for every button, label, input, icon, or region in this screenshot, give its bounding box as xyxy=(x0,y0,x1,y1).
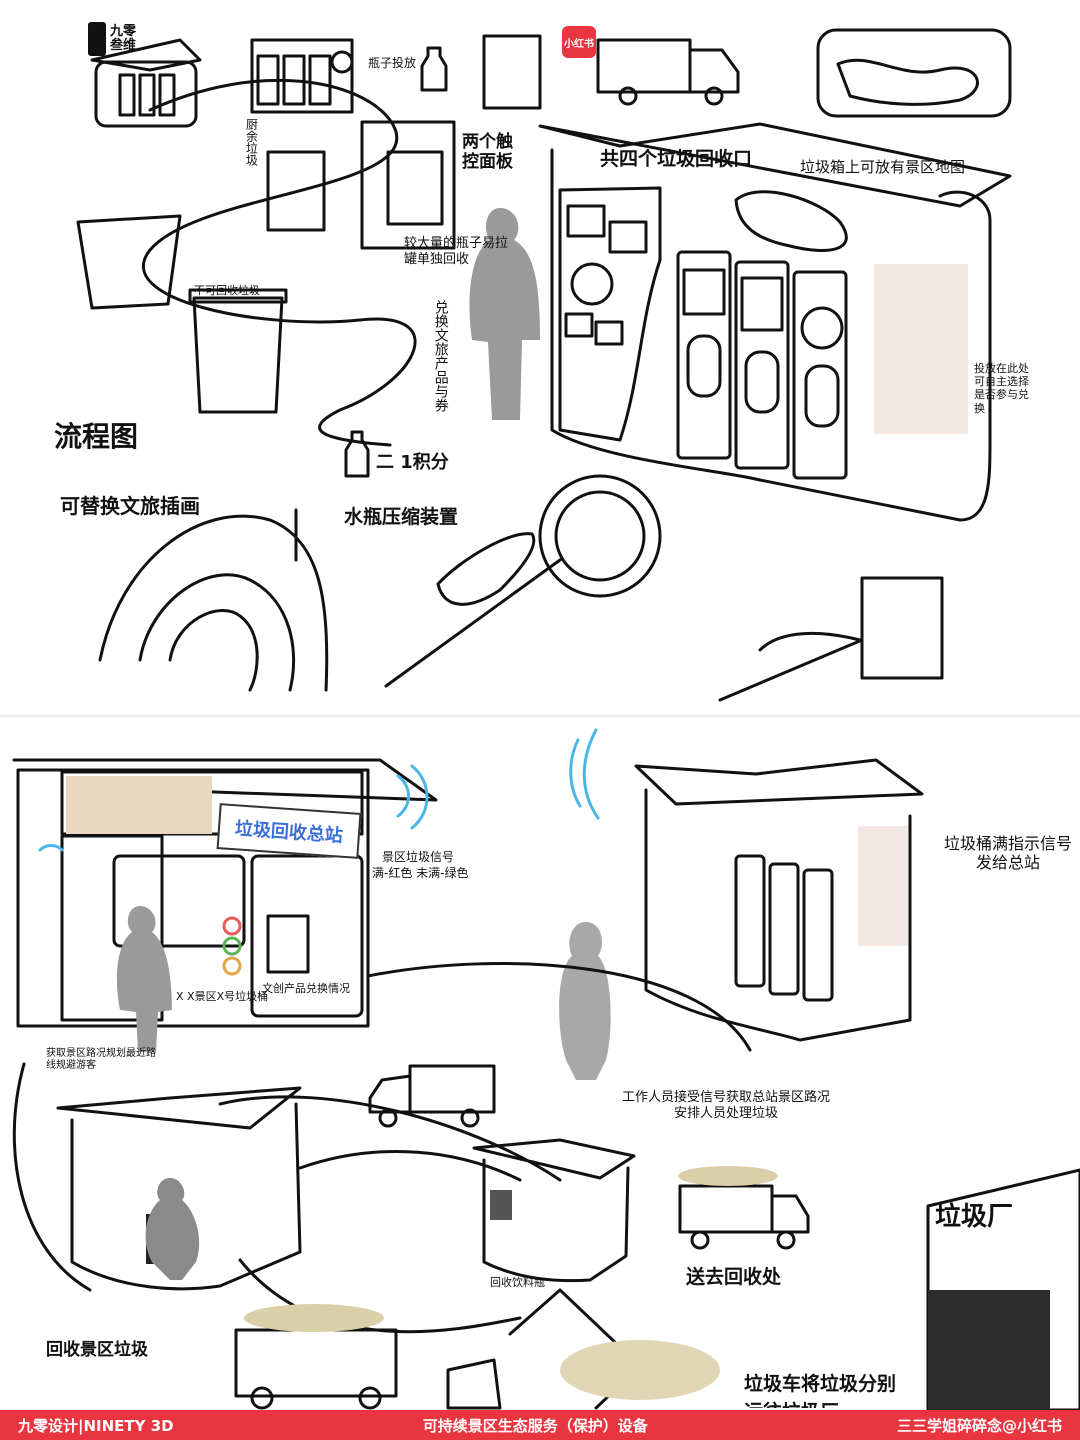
label-four-slots: 共四个垃圾回收口 xyxy=(600,148,753,170)
label-to-recycling: 送去回收处 xyxy=(686,1266,782,1288)
label-truck-sort: 垃圾车将垃圾分别运往垃圾厂 xyxy=(744,1373,897,1408)
station-sign: 垃圾回收总站 xyxy=(216,803,362,859)
label-bottle-drop: 瓶子投放 xyxy=(368,56,417,70)
label-exchange-status: 文创产品兑换情况 xyxy=(262,982,350,995)
logo-line-2: 叁维 xyxy=(110,38,137,53)
label-kitchen-waste: 厨余垃圾 xyxy=(244,118,259,166)
label-collect-waste: 回收景区垃圾 xyxy=(46,1340,148,1360)
label-factory: 垃圾厂 xyxy=(935,1202,1014,1232)
label-exchange-products: 兑换文旅产品与券 xyxy=(432,300,449,412)
logo-text: 九零 叁维 xyxy=(110,23,137,54)
label-nonrecyclable: 不可回收垃圾 xyxy=(194,284,260,297)
logo-icon xyxy=(88,22,106,56)
label-flowchart: 流程图 xyxy=(54,420,139,453)
label-recycle-bottles: 回收饮料瓶 xyxy=(490,1276,545,1289)
label-points: 二 1积分 xyxy=(376,452,449,473)
label-signal-legend: 满-红色 未满-绿色 xyxy=(372,866,469,880)
label-signal: 景区垃圾信号 xyxy=(382,850,455,864)
label-full-signal: 垃圾桶满指示信号发给总站 xyxy=(943,834,1072,873)
label-compressor: 水瓶压缩装置 xyxy=(344,506,459,528)
brand-logo: 九零 叁维 xyxy=(88,22,136,56)
label-bin-id: X X景区X号垃圾桶 xyxy=(176,990,269,1003)
footer-bar: 九零设计|NINETY 3D 可持续景区生态服务（保护）设备 三三学姐碎碎念@小… xyxy=(0,1410,1080,1440)
platform-badge: 小红书 xyxy=(562,26,596,58)
sketch-artwork xyxy=(0,28,1080,1410)
footer-center: 可持续景区生态服务（保护）设备 xyxy=(422,1416,648,1435)
logo-line-1: 九零 xyxy=(110,23,137,39)
label-place-here: 投放在此处可自主选择是否参与兑换 xyxy=(974,362,1029,415)
footer-right: 三三学姐碎碎念@小红书 xyxy=(896,1416,1062,1435)
label-replaceable-art: 可替换文旅插画 xyxy=(60,494,200,518)
label-staff-receive: 工作人员接受信号获取总站景区路况安排人员处理垃圾 xyxy=(621,1090,830,1121)
label-route-planning: 获取景区路况规划最近路线规避游客 xyxy=(46,1048,156,1071)
label-map-on-top: 垃圾箱上可放有景区地图 xyxy=(800,158,966,176)
label-large-bottles: 较大量的瓶子易拉罐单独回收 xyxy=(404,236,509,267)
footer-left: 九零设计|NINETY 3D xyxy=(18,1416,174,1435)
label-touch-panels: 两个触控面板 xyxy=(462,132,513,173)
